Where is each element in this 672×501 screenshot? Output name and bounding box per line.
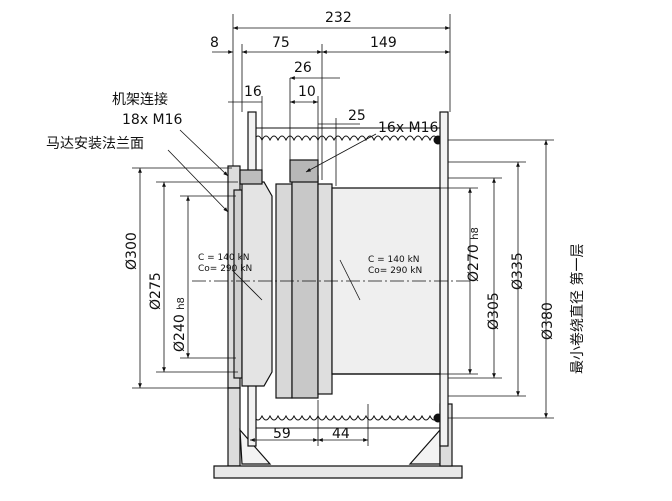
dia-300: Ø300 xyxy=(124,232,140,270)
diameter-labels: Ø300 Ø275 Ø240 h8 Ø270 h8 Ø305 Ø335 Ø380… xyxy=(124,227,586,374)
left-load-c: C = 140 kN xyxy=(198,253,250,263)
right-load-c: C = 140 kN xyxy=(368,255,420,265)
dim-8: 8 xyxy=(210,35,219,51)
load-labels: C = 140 kN Co= 290 kN C = 140 kN Co= 290… xyxy=(198,253,422,276)
dimension-lines xyxy=(132,14,554,446)
dim-26: 26 xyxy=(294,60,312,76)
dia-305: Ø305 xyxy=(486,292,502,330)
dia-275: Ø275 xyxy=(148,272,164,310)
dia-270: Ø270 h8 xyxy=(466,227,482,282)
motor-flange-label: 马达安装法兰面 xyxy=(46,136,144,152)
bolt-spec-label: 16x M16 xyxy=(378,120,439,136)
dia-335: Ø335 xyxy=(510,252,526,290)
dim-232: 232 xyxy=(325,10,352,26)
dim-25: 25 xyxy=(348,108,366,124)
left-load-co: Co= 290 kN xyxy=(198,264,252,274)
dia-240: Ø240 h8 xyxy=(172,297,188,352)
dim-10: 10 xyxy=(298,84,316,100)
dim-149: 149 xyxy=(370,35,397,51)
dim-59: 59 xyxy=(273,426,291,442)
frame-connection-label: 机架连接 xyxy=(112,91,168,108)
frame-connection-bolts: 18x M16 xyxy=(122,112,183,128)
dia-380: Ø380 xyxy=(540,302,556,340)
dim-44: 44 xyxy=(332,426,350,442)
right-load-co: Co= 290 kN xyxy=(368,266,422,276)
dimension-texts: 232 8 75 149 26 16 10 25 59 44 xyxy=(210,10,397,442)
motor-flange xyxy=(233,169,273,387)
dim-75: 75 xyxy=(272,35,290,51)
callout-labels: 机架连接 18x M16 马达安装法兰面 16x M16 xyxy=(46,91,439,152)
dim-16: 16 xyxy=(244,84,262,100)
min-drum-dia-label: 最小卷绕直径 第一层 xyxy=(569,244,586,374)
bearing-hub xyxy=(275,159,333,399)
